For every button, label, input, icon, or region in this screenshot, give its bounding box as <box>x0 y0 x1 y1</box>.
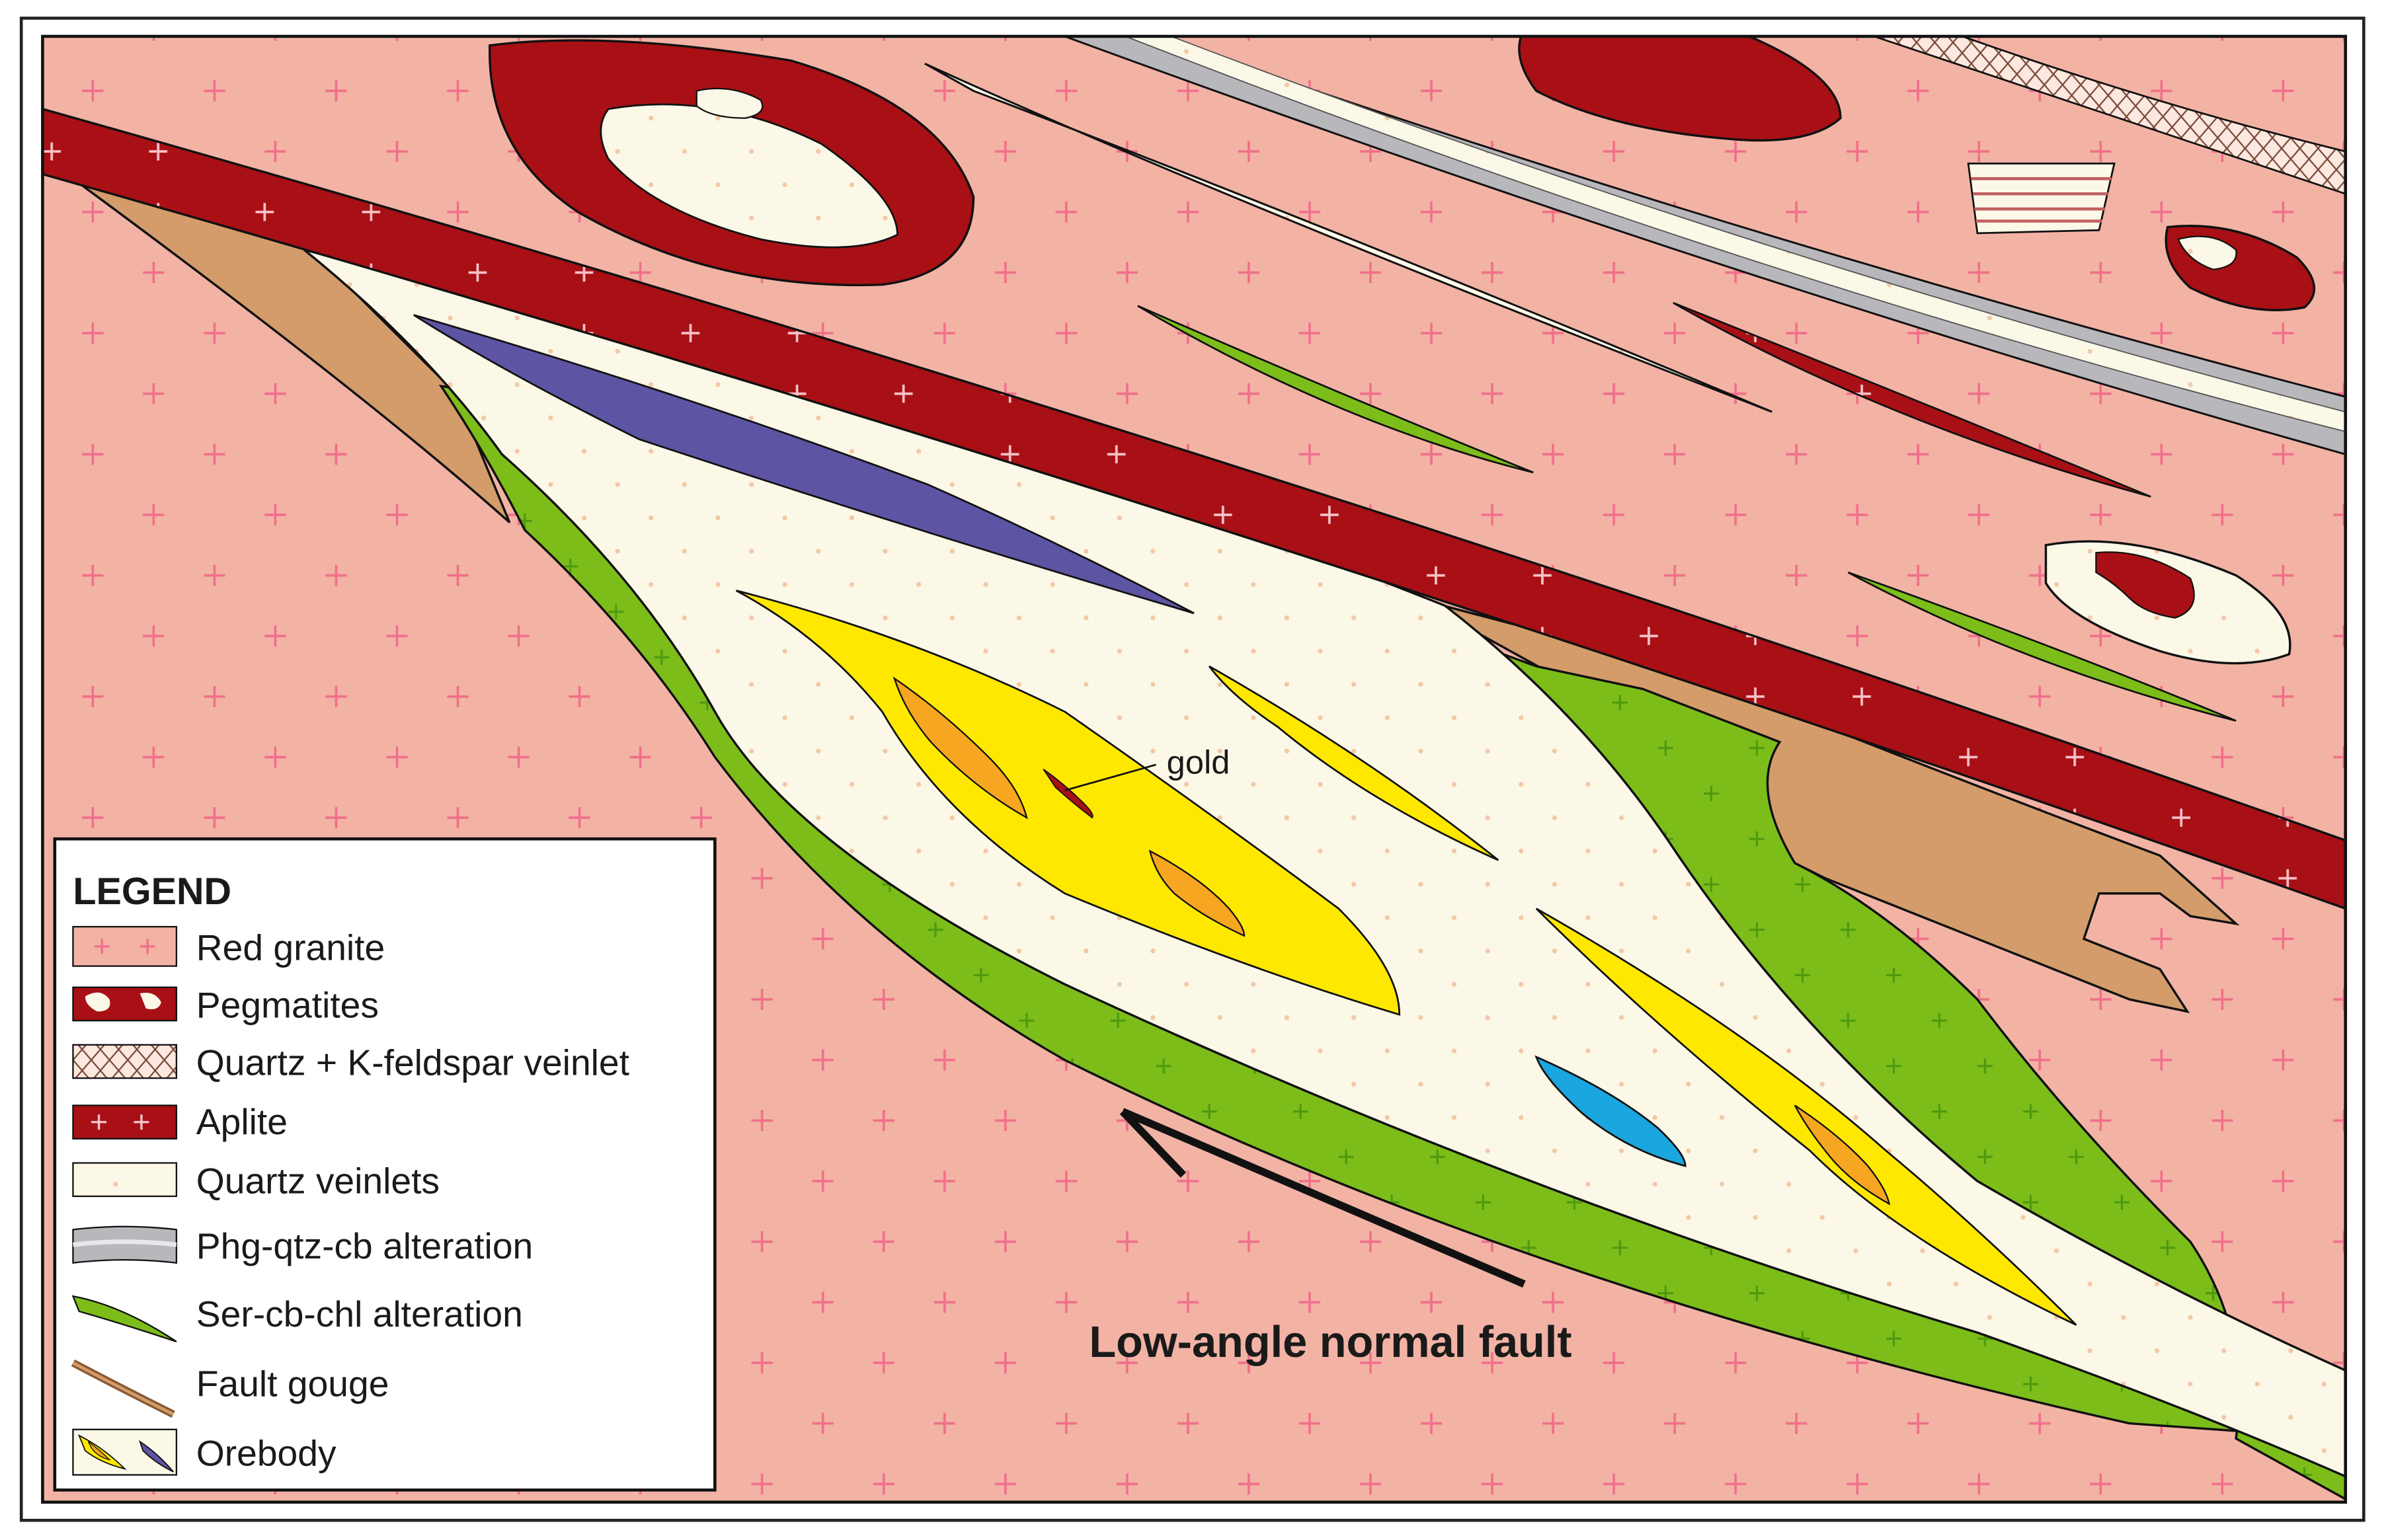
gold-label: gold <box>1167 744 1230 781</box>
legend-label-ser-cb-chl: Ser-cb-chl alteration <box>196 1293 523 1334</box>
legend-label-red-granite: Red granite <box>196 927 385 968</box>
legend-label-pegmatites: Pegmatites <box>196 985 379 1026</box>
pegmatite-top <box>1518 36 1842 142</box>
legend-title: LEGEND <box>73 870 231 913</box>
fault-gouge-left <box>72 177 511 523</box>
quartz-veinlet-in-phg <box>1125 36 2346 432</box>
orebody-cyan <box>1534 1055 1687 1167</box>
fault-motion-arrow <box>1119 1108 1526 1288</box>
legend-swatch-quartz-kfeldspar <box>72 1044 178 1079</box>
pegmatite-small-right-core <box>2177 235 2237 270</box>
legend-swatch-red-granite <box>72 925 178 967</box>
legend-label-aplite: Aplite <box>196 1101 288 1142</box>
quartz-veinlet-upper-1 <box>924 62 1772 413</box>
legend-swatch-phg-qtz-cb <box>72 1225 178 1264</box>
orebody-yellow-thin <box>1209 665 1499 861</box>
legend-label-orebody: Orebody <box>196 1433 337 1474</box>
legend-label-phg-qtz-cb: Phg-qtz-cb alteration <box>196 1225 533 1266</box>
ser-cb-chl-lens-1 <box>1137 305 1534 474</box>
banded-fragment <box>1967 163 2116 235</box>
legend-label-fault-gouge: Fault gouge <box>196 1363 389 1404</box>
legend-swatch-fault-gouge <box>71 1359 175 1418</box>
legend-swatch-aplite <box>72 1104 178 1140</box>
pegmatite-in-quartz-pod <box>2095 551 2195 619</box>
map-frame <box>41 34 2348 1504</box>
orebody-orange-1 <box>893 676 1028 820</box>
legend-swatch-quartz-veinlets <box>72 1162 178 1198</box>
orebody-orange-2 <box>1148 849 1246 937</box>
legend-swatch-ser-cb-chl <box>71 1295 177 1342</box>
legend: LEGEND Red granite Pegmatites Quartz + K… <box>53 837 717 1492</box>
pegmatite-large-core-small <box>695 87 764 119</box>
legend-label-quartz-kfeldspar: Quartz + K-feldspar veinlet <box>196 1042 629 1083</box>
orebody-orange-3 <box>1794 1104 1891 1206</box>
ser-cb-chl-lens-2 <box>1847 571 2237 722</box>
legend-swatch-orebody <box>72 1428 178 1476</box>
gold-leader-line <box>1064 763 1156 792</box>
aplite-lens <box>1673 301 2151 498</box>
pegmatite-large-core <box>600 103 898 249</box>
aplite-dike <box>42 108 2346 910</box>
legend-label-quartz-veinlets: Quartz veinlets <box>196 1160 440 1201</box>
legend-swatch-pegmatites <box>72 986 178 1022</box>
fault-label: Low-angle normal fault <box>1089 1318 1571 1367</box>
gold-grain <box>1043 769 1093 819</box>
orebody-purple <box>413 314 1195 615</box>
